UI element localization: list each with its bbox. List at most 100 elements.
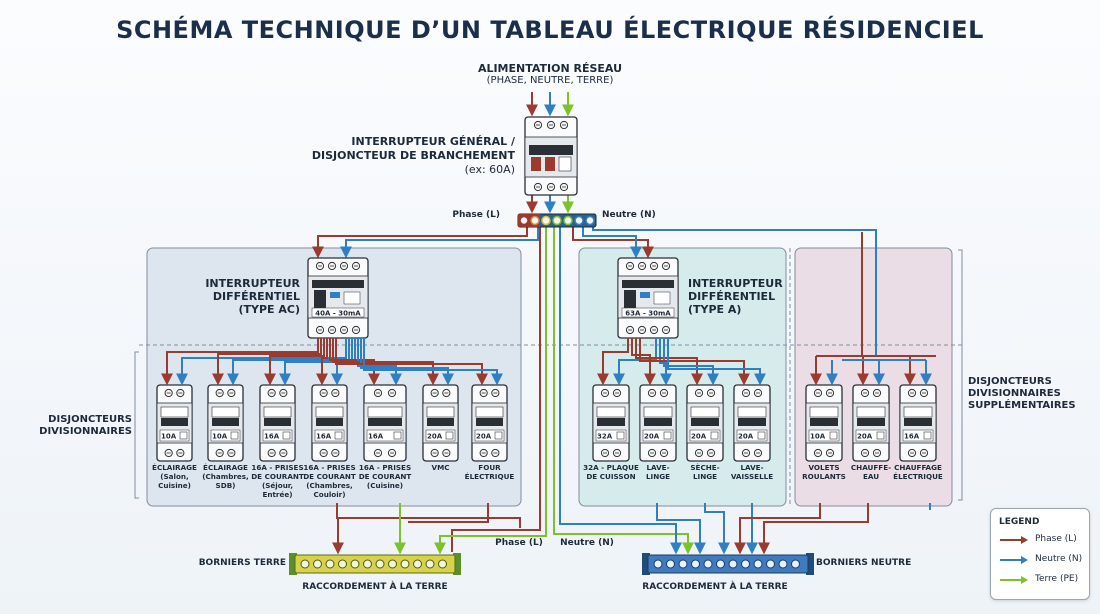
breaker-ac-2-label: SDB) — [216, 481, 236, 490]
breaker-ac-7-rating: 20A — [476, 433, 492, 441]
breaker-ac-3-rating: 16A — [264, 433, 280, 441]
breaker-ac-3-label: (Séjour, — [262, 481, 293, 490]
breaker-a-4-symbol-icon — [757, 431, 766, 440]
rcd-a-label-3: (TYPE A) — [688, 303, 742, 316]
breaker-ac-4-rating: 16A — [316, 433, 332, 441]
rcd-ac-label-1: INTERRUPTEUR — [205, 277, 300, 290]
earth-terminal — [350, 559, 360, 569]
breaker-a-1-label: DE CUISSON — [586, 472, 635, 481]
rcd-a-rating: 63A - 30mA — [625, 310, 671, 318]
breaker-a-3-label: LINGE — [693, 472, 717, 481]
neutral-terminal — [678, 559, 688, 569]
distribution-terminal — [552, 215, 562, 226]
neutral-terminal — [716, 559, 725, 569]
distribution-terminal — [530, 215, 540, 226]
earth-terminal — [400, 559, 410, 569]
neutral-terminal — [653, 559, 663, 569]
earth-arrow-icon — [1000, 576, 1028, 584]
neutral-terminal — [753, 559, 763, 569]
breaker-extra-2-rating: 20A — [857, 433, 873, 441]
earth-terminal — [425, 559, 435, 569]
earth-terminal — [338, 559, 347, 569]
breaker-a-4-label: LAVE- — [740, 463, 763, 472]
breaker-ac-2-label: (Chambres, — [202, 472, 249, 481]
breaker-extra-3-label: CHAUFFAGE — [894, 463, 942, 472]
legend-label-phase: Phase (L) — [1035, 534, 1077, 544]
neutral-bar-caption: RACCORDEMENT À LA TERRE — [642, 582, 788, 592]
neutral-terminal — [766, 559, 775, 569]
earth-terminal — [375, 559, 385, 569]
breaker-ac-5-label: DE COURANT — [359, 472, 412, 481]
breaker-ac-5-label: (Cuisine) — [367, 481, 403, 490]
breaker-ac-4-label: (Chambres, — [306, 481, 353, 490]
legend-label-earth: Terre (PE) — [1035, 574, 1079, 584]
breaker-extra-1-label: ROULANTS — [802, 472, 846, 481]
distribution-terminal — [519, 215, 529, 226]
breaker-ac-7-label: ÉLECTRIQUE — [465, 472, 515, 481]
group-label-right-1: DISJONCTEURS — [968, 376, 1052, 387]
breaker-extra-1-rating: 10A — [810, 433, 826, 441]
neutral-label: Neutre (N) — [602, 210, 656, 220]
neutral-terminal — [791, 559, 800, 569]
neutral-terminal — [666, 559, 675, 569]
breaker-ac-1-rating: 10A — [161, 433, 177, 441]
breaker-ac-2-label: ÉCLAIRAGE — [203, 463, 248, 472]
breaker-ac-4-label: DE COURANT — [303, 472, 356, 481]
main-switch-label-3: (ex: 60A) — [464, 163, 515, 176]
breaker-ac-1-label: (Salon, — [160, 472, 189, 481]
breaker-extra-1-label: VOLETS — [808, 463, 839, 472]
earth-terminal — [363, 559, 372, 569]
breaker-extra-3-symbol-icon — [923, 431, 932, 440]
rcd-ac-rating: 40A - 30mA — [315, 310, 361, 318]
supply-subtitle: (PHASE, NEUTRE, TERRE) — [486, 75, 614, 86]
breaker-extra-2-label: EAU — [863, 472, 879, 481]
legend-item-neutral: Neutre (N) — [999, 553, 1085, 567]
main-switch-label-2: DISJONCTEUR DE BRANCHEMENT — [311, 149, 515, 162]
group-label-left-2: DIVISIONNAIRES — [39, 426, 132, 437]
breaker-a-3-rating: 20A — [691, 433, 707, 441]
main-switch-lever — [529, 145, 573, 155]
earth-terminal — [388, 559, 397, 569]
rcd-ac-label-3: (TYPE AC) — [238, 303, 300, 316]
earth-bar-end — [453, 553, 461, 575]
earth-terminal — [325, 559, 335, 569]
breaker-a-2-label: LAVE- — [646, 463, 669, 472]
breaker-ac-6-rating: 20A — [427, 433, 443, 441]
breaker-a-1-label: 32A - PLAQUE — [583, 463, 639, 472]
rcd-ac-label-2: DIFFÉRENTIEL — [212, 290, 300, 303]
distribution-terminal — [585, 215, 595, 226]
breaker-ac-3-label: DE COURANT — [251, 472, 304, 481]
neutral-terminal — [741, 559, 750, 569]
breaker-a-2-rating: 20A — [644, 433, 660, 441]
rcd-a-label-1: INTERRUPTEUR — [688, 277, 783, 290]
breaker-ac-4-symbol-icon — [334, 431, 343, 440]
neutral-terminal — [703, 559, 713, 569]
breaker-extra-3-label: ÉLECTRIQUE — [893, 472, 943, 481]
group-label-left-1: DISJONCTEURS — [48, 414, 132, 425]
earth-bar — [294, 554, 456, 574]
earth-terminal — [438, 559, 447, 569]
breaker-ac-6-symbol-icon — [445, 431, 454, 440]
neutral-terminal — [691, 559, 700, 569]
breaker-extra-2-symbol-icon — [876, 431, 885, 440]
breaker-extra-1-symbol-icon — [829, 431, 838, 440]
legend-item-earth: Terre (PE) — [999, 573, 1085, 587]
breaker-extra-2-label: CHAUFFE- — [851, 463, 891, 472]
phase-arrow-icon — [1000, 536, 1028, 544]
breaker-ac-7-label: FOUR — [478, 463, 501, 472]
breaker-ac-5-rating: 16A — [368, 433, 384, 441]
group-label-right-3: SUPPLÉMENTAIRES — [968, 400, 1076, 411]
earth-bar-caption: RACCORDEMENT À LA TERRE — [302, 582, 448, 592]
breaker-ac-5-symbol-icon — [393, 431, 402, 440]
breaker-a-1-symbol-icon — [616, 431, 625, 440]
distribution-terminal — [541, 215, 551, 226]
bottom-neutral-label: Neutre (N) — [560, 538, 614, 548]
main-switch-label-1: INTERRUPTEUR GÉNÉRAL / — [351, 135, 515, 148]
neutral-bar — [647, 554, 809, 574]
breaker-a-3-symbol-icon — [710, 431, 719, 440]
breaker-ac-6-label: VMC — [432, 463, 450, 472]
breaker-a-2-label: LINGE — [646, 472, 670, 481]
earth-terminal — [413, 559, 422, 569]
breaker-a-2-symbol-icon — [663, 431, 672, 440]
